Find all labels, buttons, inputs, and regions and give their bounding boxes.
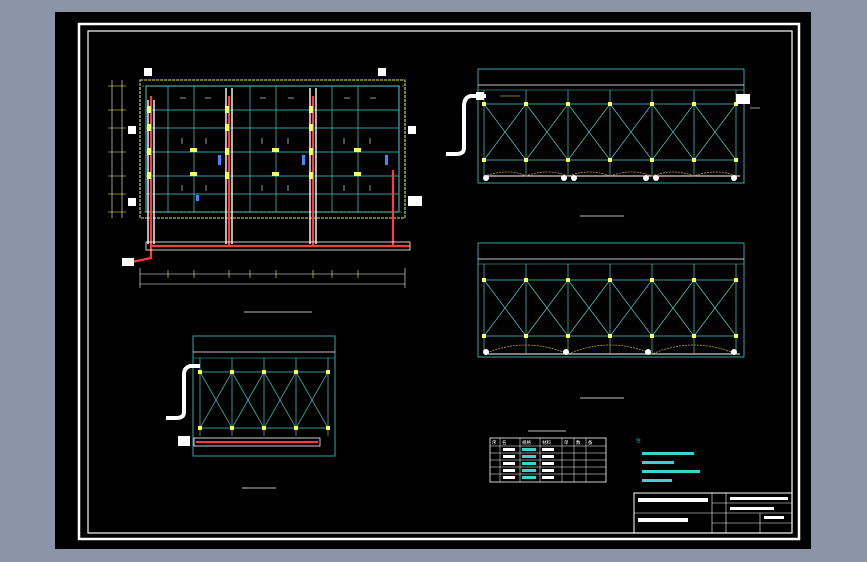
material-table <box>489 430 607 483</box>
notes-title: 注: <box>636 437 642 444</box>
section-a <box>446 68 760 217</box>
table-header-cell: 备 <box>588 439 593 446</box>
notes: 注: <box>636 437 700 482</box>
table-header-cell: 名 <box>502 439 507 446</box>
table-header-cell: 序 <box>492 439 497 446</box>
table-header-cell: 单 <box>564 439 569 446</box>
title-block <box>633 492 793 534</box>
inner-frame <box>87 30 793 534</box>
outer-frame <box>77 22 801 541</box>
table-header-cell: 数 <box>576 439 581 446</box>
table-header-cell: 规格 <box>522 439 531 446</box>
section-b <box>477 242 745 399</box>
drawing-sheet <box>55 12 811 549</box>
plan-view <box>108 68 422 313</box>
table-header-cell: 材料 <box>542 439 551 446</box>
section-c <box>166 335 336 489</box>
